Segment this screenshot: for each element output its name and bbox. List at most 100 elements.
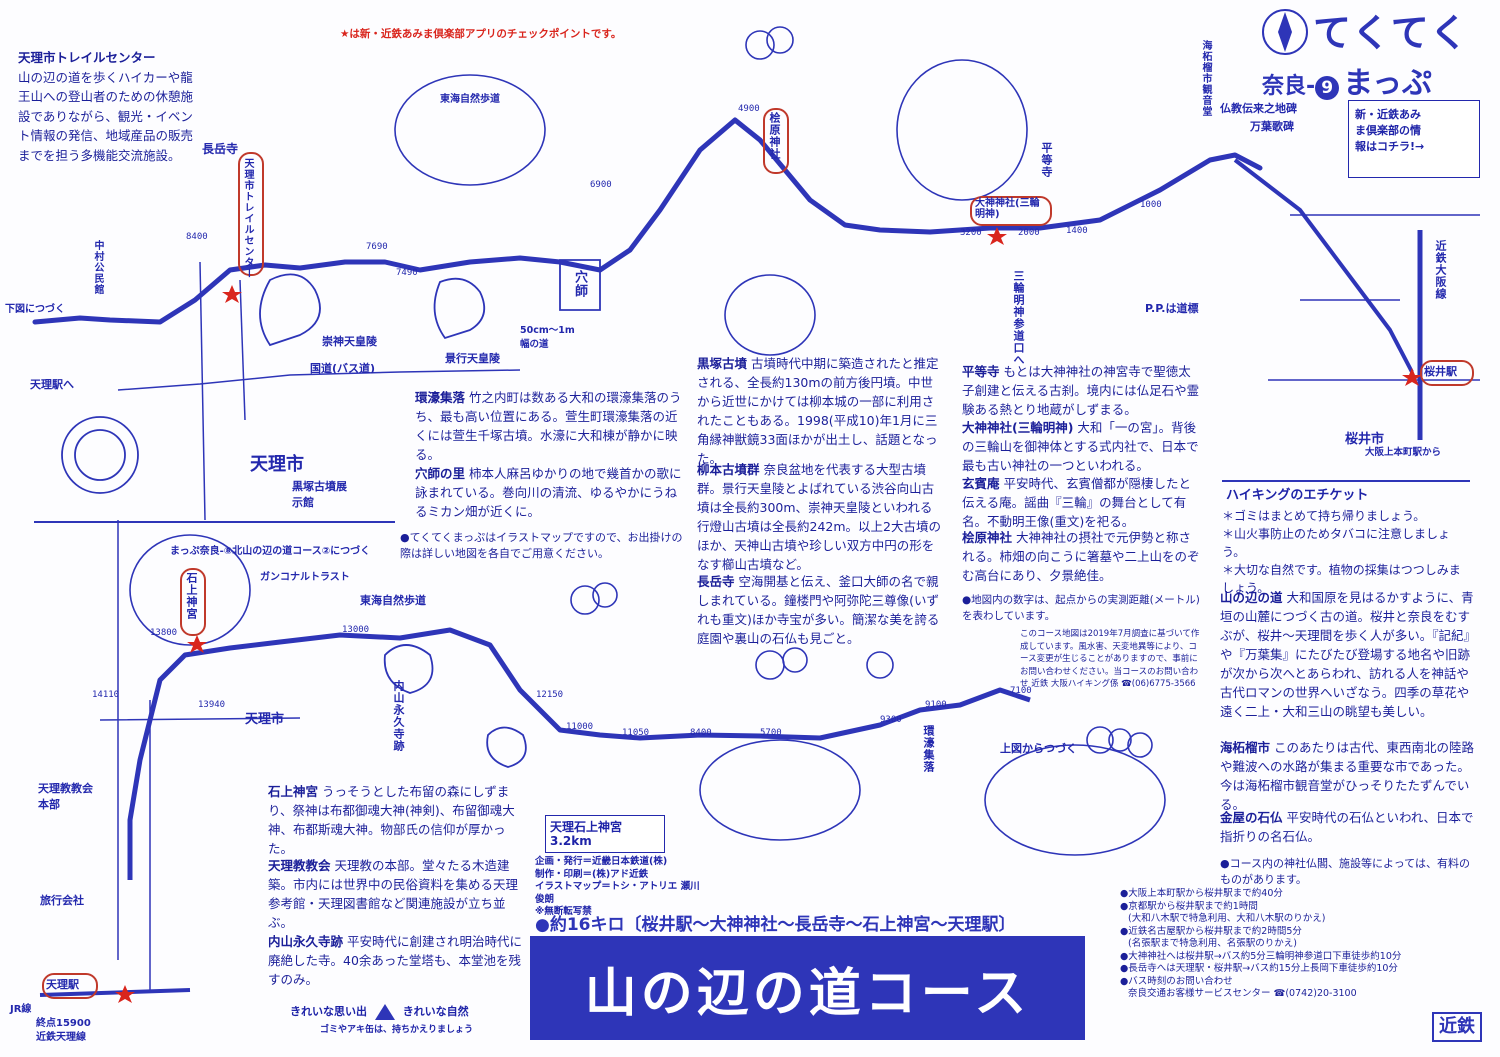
label-tenri-kyokai: 天理教教会本部 xyxy=(38,782,93,811)
checkpoint-stars xyxy=(115,227,1422,1003)
desc-genpin-body: 平安時代、玄賓僧都が隠棲したと伝える庵。謡曲『三輪』の舞台として有名。不動明王像… xyxy=(962,476,1192,529)
brand-title: てくてく xyxy=(1313,11,1470,55)
dist-10: 13000 xyxy=(342,625,370,635)
desc-genpin: 玄賓庵 平安時代、玄賓僧都が隠棲したと伝える庵。謡曲『三輪』の舞台として有名。不… xyxy=(962,474,1202,531)
label-kaiichi: 海柘榴市観音堂 xyxy=(1200,40,1211,117)
desc-yamanobe-body: 大和国原を見はるかすように、青垣の山麓につづく古の道。桜井と奈良をむすぶが、桜井… xyxy=(1220,590,1474,719)
credit-4: ※無断転写禁 xyxy=(535,906,592,917)
oval-hibara xyxy=(763,108,789,174)
credit-3: イラストマップ＝トシ・アトリエ 瀬川俊朗 xyxy=(535,881,700,905)
desc-chogakuji-title: 長岳寺 xyxy=(697,574,735,589)
desc-hibara: 桧原神社 大神神社の摂社で元伊勢と称される。柿畑の向こうに箸墓や二上山をのぞむ高… xyxy=(962,528,1202,585)
etiquette-title: ハイキングのエチケット xyxy=(1226,488,1369,503)
label-hibara: 桧原神社 xyxy=(768,112,781,160)
dist-14: 11050 xyxy=(622,728,650,738)
desc-kanaya: 金屋の石仏 平安時代の石仏といわれ、日本で指折りの名石仏。 xyxy=(1220,808,1475,846)
desc-hibara-body: 大神神社の摂社で元伊勢と称される。柿畑の向こうに箸墓や二上山をのぞむ高台にあり、… xyxy=(962,530,1200,583)
label-kurozuka: 黒塚古墳展示館 xyxy=(292,480,347,509)
dist-3: 7490 xyxy=(396,268,418,278)
label-omiwa: 大神神社(三輪明神) xyxy=(975,198,1040,220)
desc-yanagimoto-title: 柳本古墳群 xyxy=(697,462,760,477)
label-kintetsu-tenri: 近鉄天理線 xyxy=(36,1032,86,1043)
desc-yanagimoto-body: 奈良盆地を代表する大型古墳群。景行天皇陵とよばれている渋谷向山古墳は全長約300… xyxy=(697,462,941,572)
label-kintetsu-osaka: 近鉄大阪線 xyxy=(1434,240,1447,300)
road-sakurai xyxy=(1268,214,1480,381)
label-bukkyo: 仏教伝来之地碑 xyxy=(1220,102,1297,115)
kofun-shapes xyxy=(61,259,601,768)
dist-9: 1000 xyxy=(1140,200,1162,210)
credit-2: 制作・印刷＝(株)アド近鉄 xyxy=(535,868,649,880)
label-chogakuji: 長岳寺 xyxy=(202,142,239,156)
oval-isonokami xyxy=(180,568,206,636)
etiquette: ハイキングのエチケット ＊ゴミはまとめて持ち帰りましょう。 ＊山火事防止のためタ… xyxy=(1222,480,1470,597)
lower-route xyxy=(127,627,1031,880)
access-line-3: (大和八木駅で特急利用、大和八木駅のりかえ) xyxy=(1128,913,1326,924)
desc-omiwa: 大神神社(三輪明神) 大和「一の宮」。背後の三輪山を御神体とする式内社で、日本で… xyxy=(962,418,1202,475)
dist-21: 5700 xyxy=(760,728,782,738)
label-dist-note: 50cm〜1m 幅の道 xyxy=(520,325,575,350)
label-sakurai-station: 桜井駅 xyxy=(1424,365,1457,378)
club-info-box: 新・近鉄あみま倶楽部の情報はコチラ!→ xyxy=(1348,100,1480,178)
label-keiko: 景行天皇陵 xyxy=(445,352,500,365)
dist-16: 12150 xyxy=(536,690,564,700)
label-sakurai-city: 桜井市 xyxy=(1345,432,1385,447)
dist-17: 9300 xyxy=(880,715,902,725)
desc-anashi: 穴師の里 柿本人麻呂ゆかりの地で幾首かの歌に詠まれている。巻向川の清流、ゆるやか… xyxy=(415,464,685,521)
compass-needle xyxy=(1278,12,1292,52)
label-sujin: 崇神天皇陵 xyxy=(322,335,377,348)
desc-omiwa-title: 大神神社(三輪明神) xyxy=(962,420,1074,435)
dist-11: 13800 xyxy=(150,628,178,638)
desc-byodoji: 平等寺 もとは大神神社の神宮寺で聖徳太子創建と伝える古刹。境内には仏足石や霊験あ… xyxy=(962,362,1202,419)
access-list: ●大阪上本町駅から桜井駅まで約40分 ●京都駅から桜井駅まで約1時間 (大和八木… xyxy=(1120,888,1420,1001)
club-info: 新・近鉄あみま倶楽部の情報はコチラ!→ xyxy=(1355,108,1425,153)
dist-18: 9100 xyxy=(925,700,947,710)
branch-sakurai xyxy=(1233,158,1414,373)
desc-tenrikyo-body: 天理教の本部。堂々たる木造建築。市内には世界中の民俗資料を集める天理参考館・天理… xyxy=(268,858,519,930)
desc-anashi-body: 柿本人麻呂ゆかりの地で幾首かの歌に詠まれている。巻向川の清流、ゆるやかにうねるミ… xyxy=(415,466,682,519)
label-tenri-city-lower: 天理市 xyxy=(245,712,285,727)
rail-tenri xyxy=(39,988,191,997)
dist-13: 14110 xyxy=(92,690,120,700)
checkpoint-note: ★は新・近鉄あみま倶楽部アプリのチェックポイントです。 xyxy=(340,28,622,40)
desc-kurozuka-body: 古墳時代中期に築造されたと推定される、全長約130mの前方後円墳。中世から近世に… xyxy=(697,356,939,466)
desc-isonokami-title: 石上神宮 xyxy=(268,784,319,799)
course-title: 山の辺の道コース xyxy=(530,936,1085,1040)
trail-center-body: 山の辺の道を歩くハイカーや龍王山への登山者のための休憩施設でありながら、観光・イ… xyxy=(18,69,194,163)
label-higashi-upper: 東海自然歩道 xyxy=(440,94,500,105)
eco-right: きれいな自然 xyxy=(402,1005,469,1018)
desc-byodoji-title: 平等寺 xyxy=(962,364,1000,379)
access-line-1: ●大阪上本町駅から桜井駅まで約40分 xyxy=(1120,888,1283,899)
label-goal: 終点15900 xyxy=(36,1018,91,1029)
oval-tenri-eki xyxy=(42,973,98,999)
label-shimo: 下図につづく xyxy=(5,304,65,315)
desc-yanagimoto: 柳本古墳群 奈良盆地を代表する大型古墳群。景行天皇陵とよばれている渋谷向山古墳は… xyxy=(697,460,942,574)
upper-route xyxy=(32,117,1263,325)
desc-tenrikyo-title: 天理教教会 xyxy=(268,858,331,873)
eco-left: きれいな思い出 xyxy=(290,1005,367,1018)
access-line-9: 奈良交通お客様サービスセンター ☎(0742)20-3100 xyxy=(1128,988,1357,999)
desc-kanaya-title: 金屋の石仏 xyxy=(1220,810,1283,825)
dist-6: 3200 xyxy=(960,228,982,238)
label-egi: ガンコナルトラスト xyxy=(260,572,350,583)
access-line-8: ●バス時刻のお問い合わせ xyxy=(1120,975,1233,987)
access-line-2: ●京都駅から桜井駅まで約1時間 xyxy=(1120,900,1258,912)
credit-1: 企画・発行＝近畿日本鉄道(株) xyxy=(535,856,668,867)
label-nakamura: 中村公民館 xyxy=(92,240,103,295)
trail-center: 天理市トレイルセンター 山の辺の道を歩くハイカーや龍王山への登山者のための休憩施… xyxy=(18,48,198,165)
desc-tsubaichi: 海柘榴市 このあたりは古代、東西南北の陸路や難波への水路が集まる重要な市であった… xyxy=(1220,738,1475,814)
illust-note: ●てくてくまっぷはイラストマップですので、お出掛けの際は詳しい地図を各自でご用意… xyxy=(400,531,683,560)
desc-kurozuka: 黒塚古墳 古墳時代中期に築造されたと推定される、全長約130mの前方後円墳。中世… xyxy=(697,354,942,468)
course-distance: ●約16キロ〔桜井駅〜大神神社〜長岳寺〜石上神宮〜天理駅〕 xyxy=(535,915,1016,935)
desc-kurozuka-title: 黒塚古墳 xyxy=(697,356,748,371)
oval-sakurai xyxy=(1420,360,1474,386)
label-ryokan: 旅行会社 xyxy=(40,894,84,907)
vignettes xyxy=(129,59,1166,856)
label-tenri-map-ref: まっぷ奈良-⑧北山の辺の道コース②につづく xyxy=(170,546,371,557)
label-ppnote: P.P.は道標 xyxy=(1145,302,1199,315)
eco-slogan: きれいな思い出 きれいな自然 xyxy=(290,1003,469,1020)
dist-15: 11000 xyxy=(566,722,594,732)
desc-uchiyama-body: 平安時代に創建され明治時代に廃絶した寺。40余あった堂塔も、本堂池を残すのみ。 xyxy=(268,934,523,987)
trail-center-title: 天理市トレイルセンター xyxy=(18,50,156,65)
